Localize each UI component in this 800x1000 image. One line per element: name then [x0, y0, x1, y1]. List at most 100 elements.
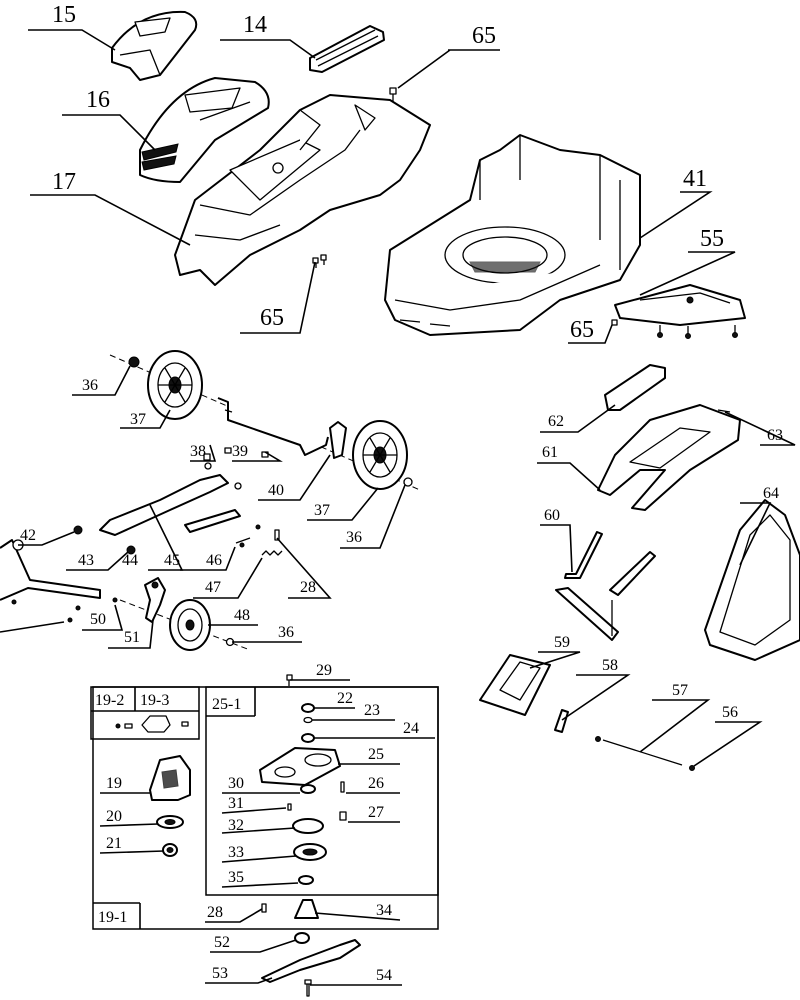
- callout-55: 55: [700, 226, 724, 252]
- part-32-seal-ring: [292, 818, 324, 834]
- part-22-bearing: [301, 703, 315, 713]
- callout-36-a: 36: [82, 377, 98, 394]
- part-26-pin: [340, 781, 345, 793]
- part-58-spring-pin: [554, 709, 569, 733]
- part-28-screw-b: [261, 903, 267, 913]
- screws-65: [312, 87, 397, 268]
- callout-63: 63: [767, 427, 783, 444]
- callout-31: 31: [228, 795, 244, 812]
- part-42-screw: [73, 525, 83, 535]
- callout-50: 50: [90, 611, 106, 628]
- part-47-spring: [261, 550, 283, 556]
- motor-subparts-19-2: [115, 715, 189, 733]
- part-51-height-adjuster: [144, 577, 166, 623]
- callout-17: 17: [52, 169, 76, 195]
- callout-36-c: 36: [278, 624, 294, 641]
- group-label-25-1: 25-1: [212, 696, 241, 713]
- callout-43: 43: [78, 552, 94, 569]
- part-44-screw: [126, 545, 136, 555]
- part-46-pins: [235, 524, 261, 548]
- part-36-washer-b: [403, 477, 413, 487]
- part-14-handle-cap: [309, 25, 385, 73]
- callout-62: 62: [548, 413, 564, 430]
- group-label-19-3: 19-3: [140, 692, 169, 709]
- callout-39: 39: [232, 443, 248, 460]
- part-55-rear-plate: [611, 284, 746, 339]
- part-62-carry-handle: [604, 364, 666, 411]
- callout-46: 46: [206, 552, 222, 569]
- callout-56: 56: [722, 704, 738, 721]
- callout-60: 60: [544, 507, 560, 524]
- callout-16: 16: [86, 87, 110, 113]
- part-15-top-cover: [111, 10, 198, 81]
- callout-34: 34: [376, 902, 392, 919]
- callout-32: 32: [228, 817, 244, 834]
- part-27-clip: [339, 811, 347, 821]
- callout-30: 30: [228, 775, 244, 792]
- callout-59: 59: [554, 634, 570, 651]
- callout-14: 14: [243, 12, 267, 38]
- part-45-link-bar: [184, 509, 241, 533]
- callout-47: 47: [205, 579, 221, 596]
- callout-21: 21: [106, 835, 122, 852]
- callout-45: 45: [164, 552, 180, 569]
- callout-53: 53: [212, 965, 228, 982]
- callout-19: 19: [106, 775, 122, 792]
- part-61-box-top: [597, 404, 741, 511]
- part-24-gear: [301, 733, 315, 743]
- part-41-mower-deck: [384, 134, 641, 336]
- callout-54: 54: [376, 967, 392, 984]
- group-labels: 19-2 19-3 25-1 19-1: [95, 692, 241, 926]
- part-callout-labels: 15 14 65 16 17 65 41 55 65 36 37 38 39 4…: [20, 2, 783, 984]
- callout-40: 40: [268, 482, 284, 499]
- callout-44: 44: [122, 552, 138, 569]
- part-50-front-axle: [0, 539, 118, 623]
- callout-65-top: 65: [472, 23, 496, 49]
- part-56-clip: [689, 765, 695, 771]
- callout-26: 26: [368, 775, 384, 792]
- callout-61: 61: [542, 444, 558, 461]
- callout-38: 38: [190, 443, 206, 460]
- leader-lines: [0, 29, 796, 986]
- callout-33: 33: [228, 844, 244, 861]
- part-40-height-lever: [329, 421, 347, 459]
- callout-20: 20: [106, 808, 122, 825]
- part-43-rear-axle-arm: [99, 474, 229, 536]
- callout-51: 51: [124, 629, 140, 646]
- part-25-gearbox: [259, 747, 341, 786]
- part-30-bearing: [300, 784, 316, 794]
- callout-28-a: 28: [300, 579, 316, 596]
- part-63-clip: [717, 409, 731, 413]
- callout-23: 23: [364, 702, 380, 719]
- part-31-key: [287, 803, 292, 811]
- callout-28-b: 28: [207, 904, 223, 921]
- callout-35: 35: [228, 869, 244, 886]
- part-59-flap: [479, 654, 551, 716]
- callout-37-a: 37: [130, 411, 146, 428]
- callout-52: 52: [214, 934, 230, 951]
- callout-41: 41: [683, 166, 707, 192]
- group-25-1-box: [205, 686, 439, 896]
- part-20-gear: [156, 815, 184, 829]
- callout-65-right: 65: [570, 317, 594, 343]
- part-19-motor: [149, 755, 191, 801]
- part-21-bearing: [162, 843, 178, 857]
- callout-24: 24: [403, 720, 419, 737]
- part-57-rod: [595, 736, 683, 766]
- callout-58: 58: [602, 657, 618, 674]
- part-17-main-housing: [174, 94, 431, 286]
- part-64-grass-bag: [704, 499, 800, 661]
- part-60-box-frame: [555, 531, 656, 641]
- callout-25: 25: [368, 746, 384, 763]
- group-label-19-1: 19-1: [98, 909, 127, 926]
- part-37-wheel-b: [352, 420, 408, 490]
- part-33-gear-wheel: [293, 843, 327, 861]
- part-52-blade-adapter: [294, 932, 310, 944]
- part-48-wheel-small: [169, 599, 211, 651]
- part-34-belt: [294, 899, 319, 919]
- callout-64: 64: [763, 485, 779, 502]
- part-53-blade: [261, 939, 361, 983]
- callout-36-b: 36: [346, 529, 362, 546]
- part-37-wheel-a: [147, 350, 203, 420]
